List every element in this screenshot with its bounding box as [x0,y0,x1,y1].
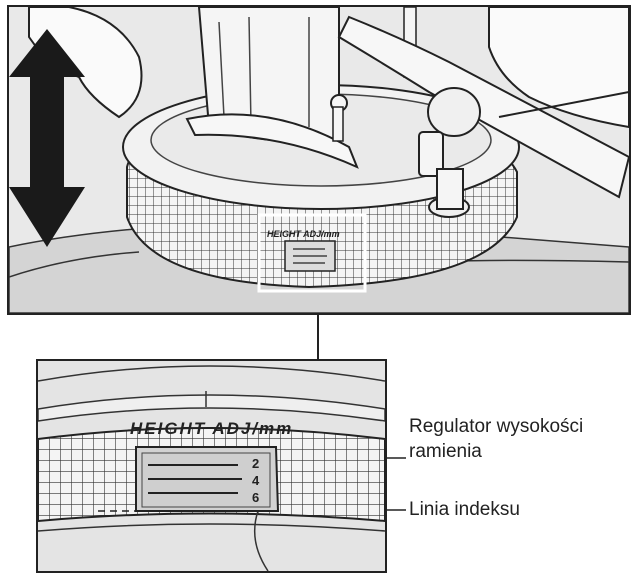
scale-number-4: 4 [252,473,260,488]
label-index-line: Linia indeksu [409,499,520,520]
up-down-arrow-icon [9,29,85,247]
label-height-regulator: Regulator wysokości [409,416,584,437]
zoom-illustration: HEIGHT ADJ/mm 2 4 6 [36,359,387,573]
scale-number-2: 2 [252,456,260,471]
scale-title: HEIGHT ADJ/mm [130,419,294,438]
label-height-regulator-line2: ramienia [409,441,482,462]
turntable-arm-drawing: HEIGHT ADJ/mm [9,7,629,313]
scale-number-6: 6 [252,490,260,505]
overview-illustration: HEIGHT ADJ/mm [7,5,631,315]
height-adjust-scale-drawing [38,365,385,571]
svg-text:HEIGHT ADJ/mm: HEIGHT ADJ/mm [267,229,340,239]
